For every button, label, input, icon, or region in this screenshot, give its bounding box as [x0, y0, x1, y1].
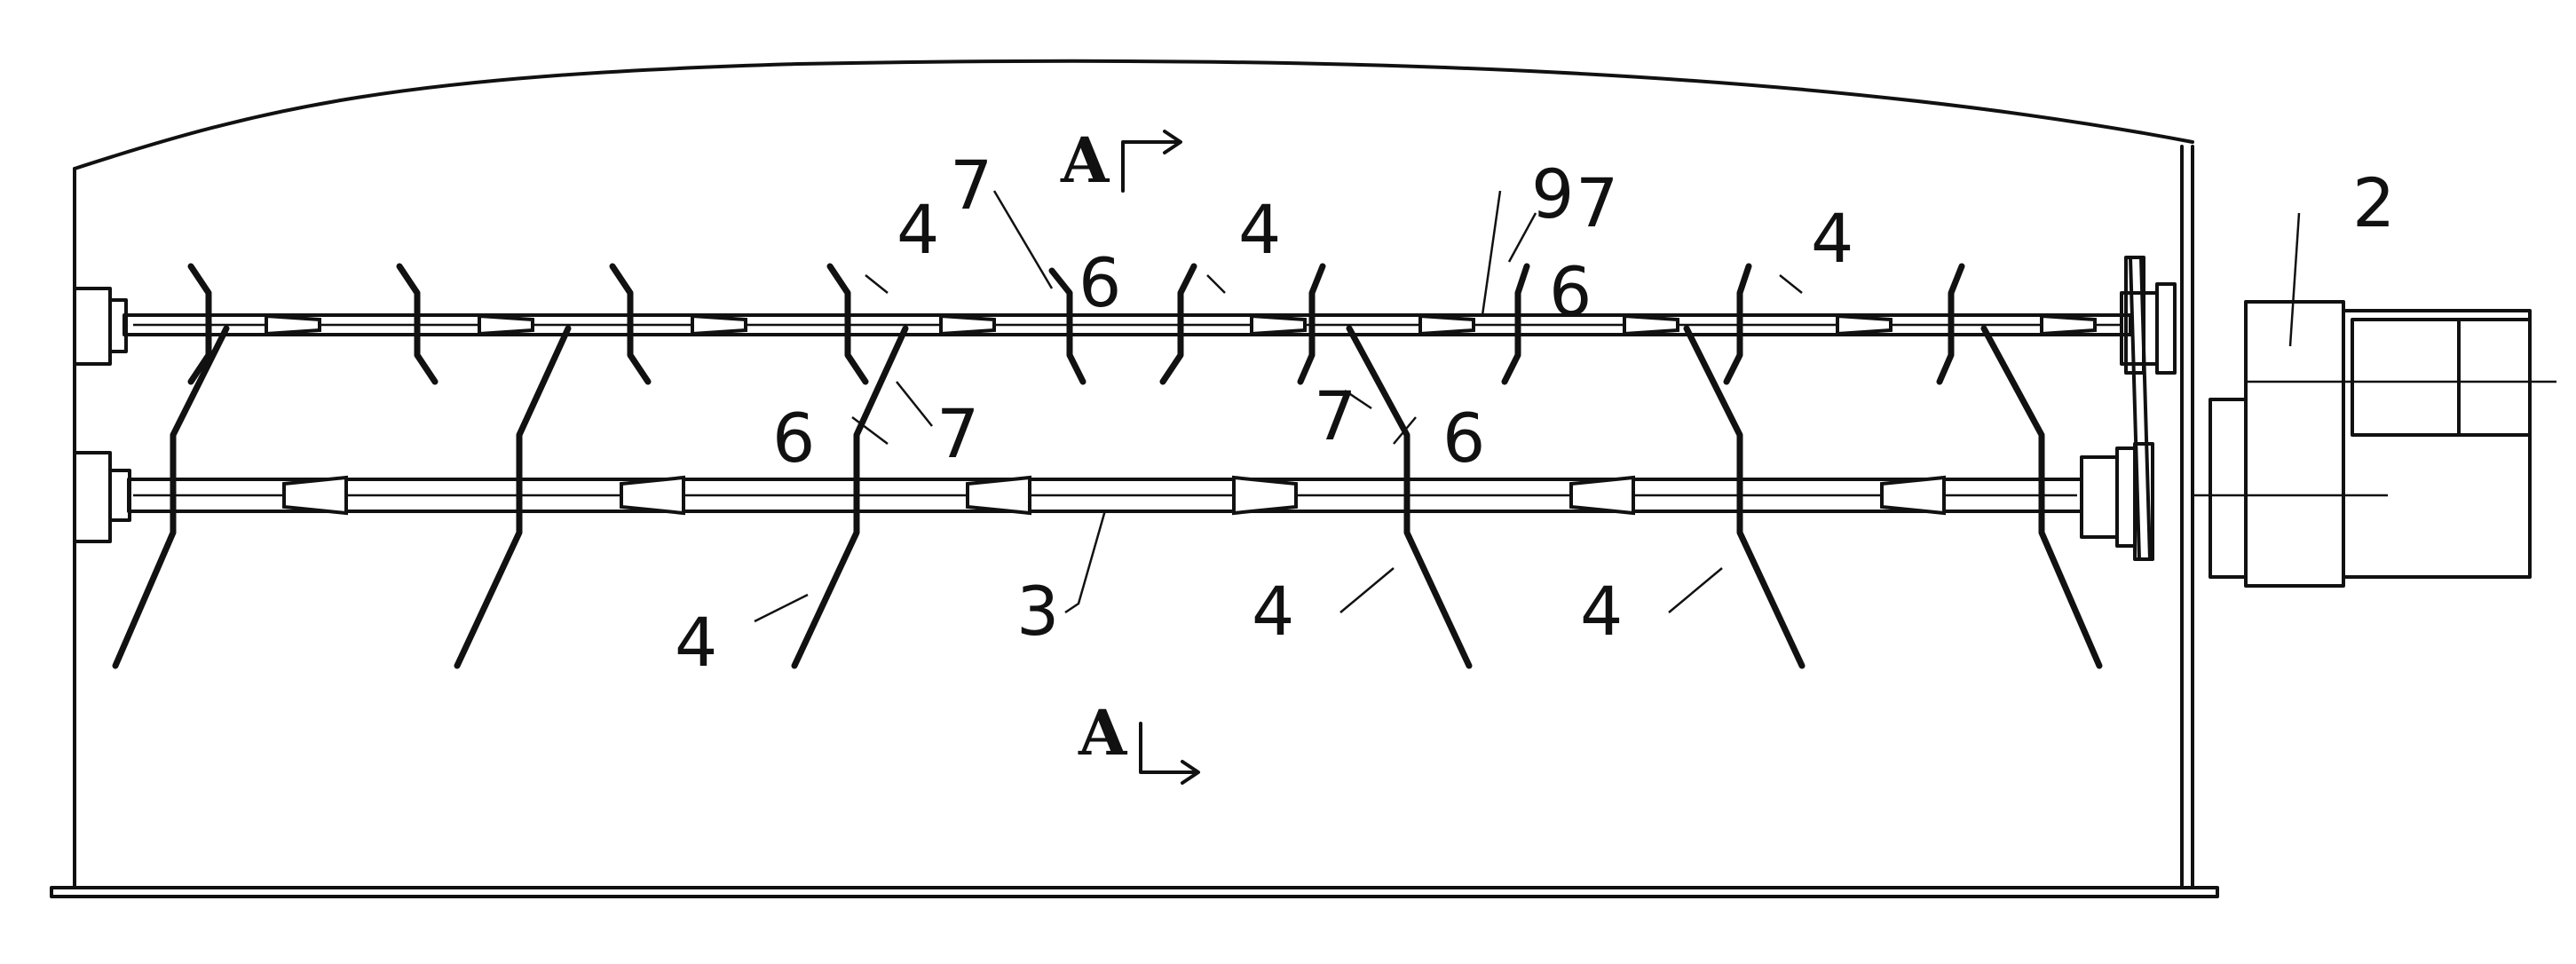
- label-3: 3: [1016, 572, 1059, 651]
- motor-unit: [2193, 300, 2556, 588]
- section-label-bottom: A: [1078, 696, 1128, 770]
- label-4-d: 4: [675, 603, 717, 682]
- upper-paddles: [187, 263, 1965, 385]
- leader-lines: [754, 190, 2301, 623]
- label-4-a: 4: [897, 190, 939, 269]
- label-7-a: 7: [950, 146, 992, 225]
- label-4-f: 4: [1580, 572, 1623, 651]
- section-label-top: A: [1060, 123, 1110, 197]
- label-2: 2: [2352, 163, 2395, 242]
- label-7-c: 7: [936, 394, 979, 473]
- labels: A A 4 4 4 4 4 4 7 7 7 7 6 6 6 6 9 3 2: [675, 123, 2395, 770]
- label-4-c: 4: [1811, 199, 1853, 278]
- drive-pulleys: [2124, 256, 2154, 561]
- label-6-d: 6: [1442, 399, 1485, 478]
- label-6-b: 6: [1549, 252, 1592, 331]
- label-4-e: 4: [1252, 572, 1294, 651]
- label-9: 9: [1531, 154, 1574, 233]
- section-arrow-icon: [1121, 130, 1200, 785]
- upper-shaft: [73, 282, 2177, 375]
- label-4-b: 4: [1238, 190, 1281, 269]
- label-6-c: 6: [772, 399, 815, 478]
- lower-paddles: [112, 325, 2103, 669]
- label-7-d: 7: [1314, 376, 1356, 455]
- label-7-b: 7: [1576, 163, 1618, 242]
- lower-shaft: [73, 446, 2137, 548]
- label-6-a: 6: [1079, 243, 1121, 322]
